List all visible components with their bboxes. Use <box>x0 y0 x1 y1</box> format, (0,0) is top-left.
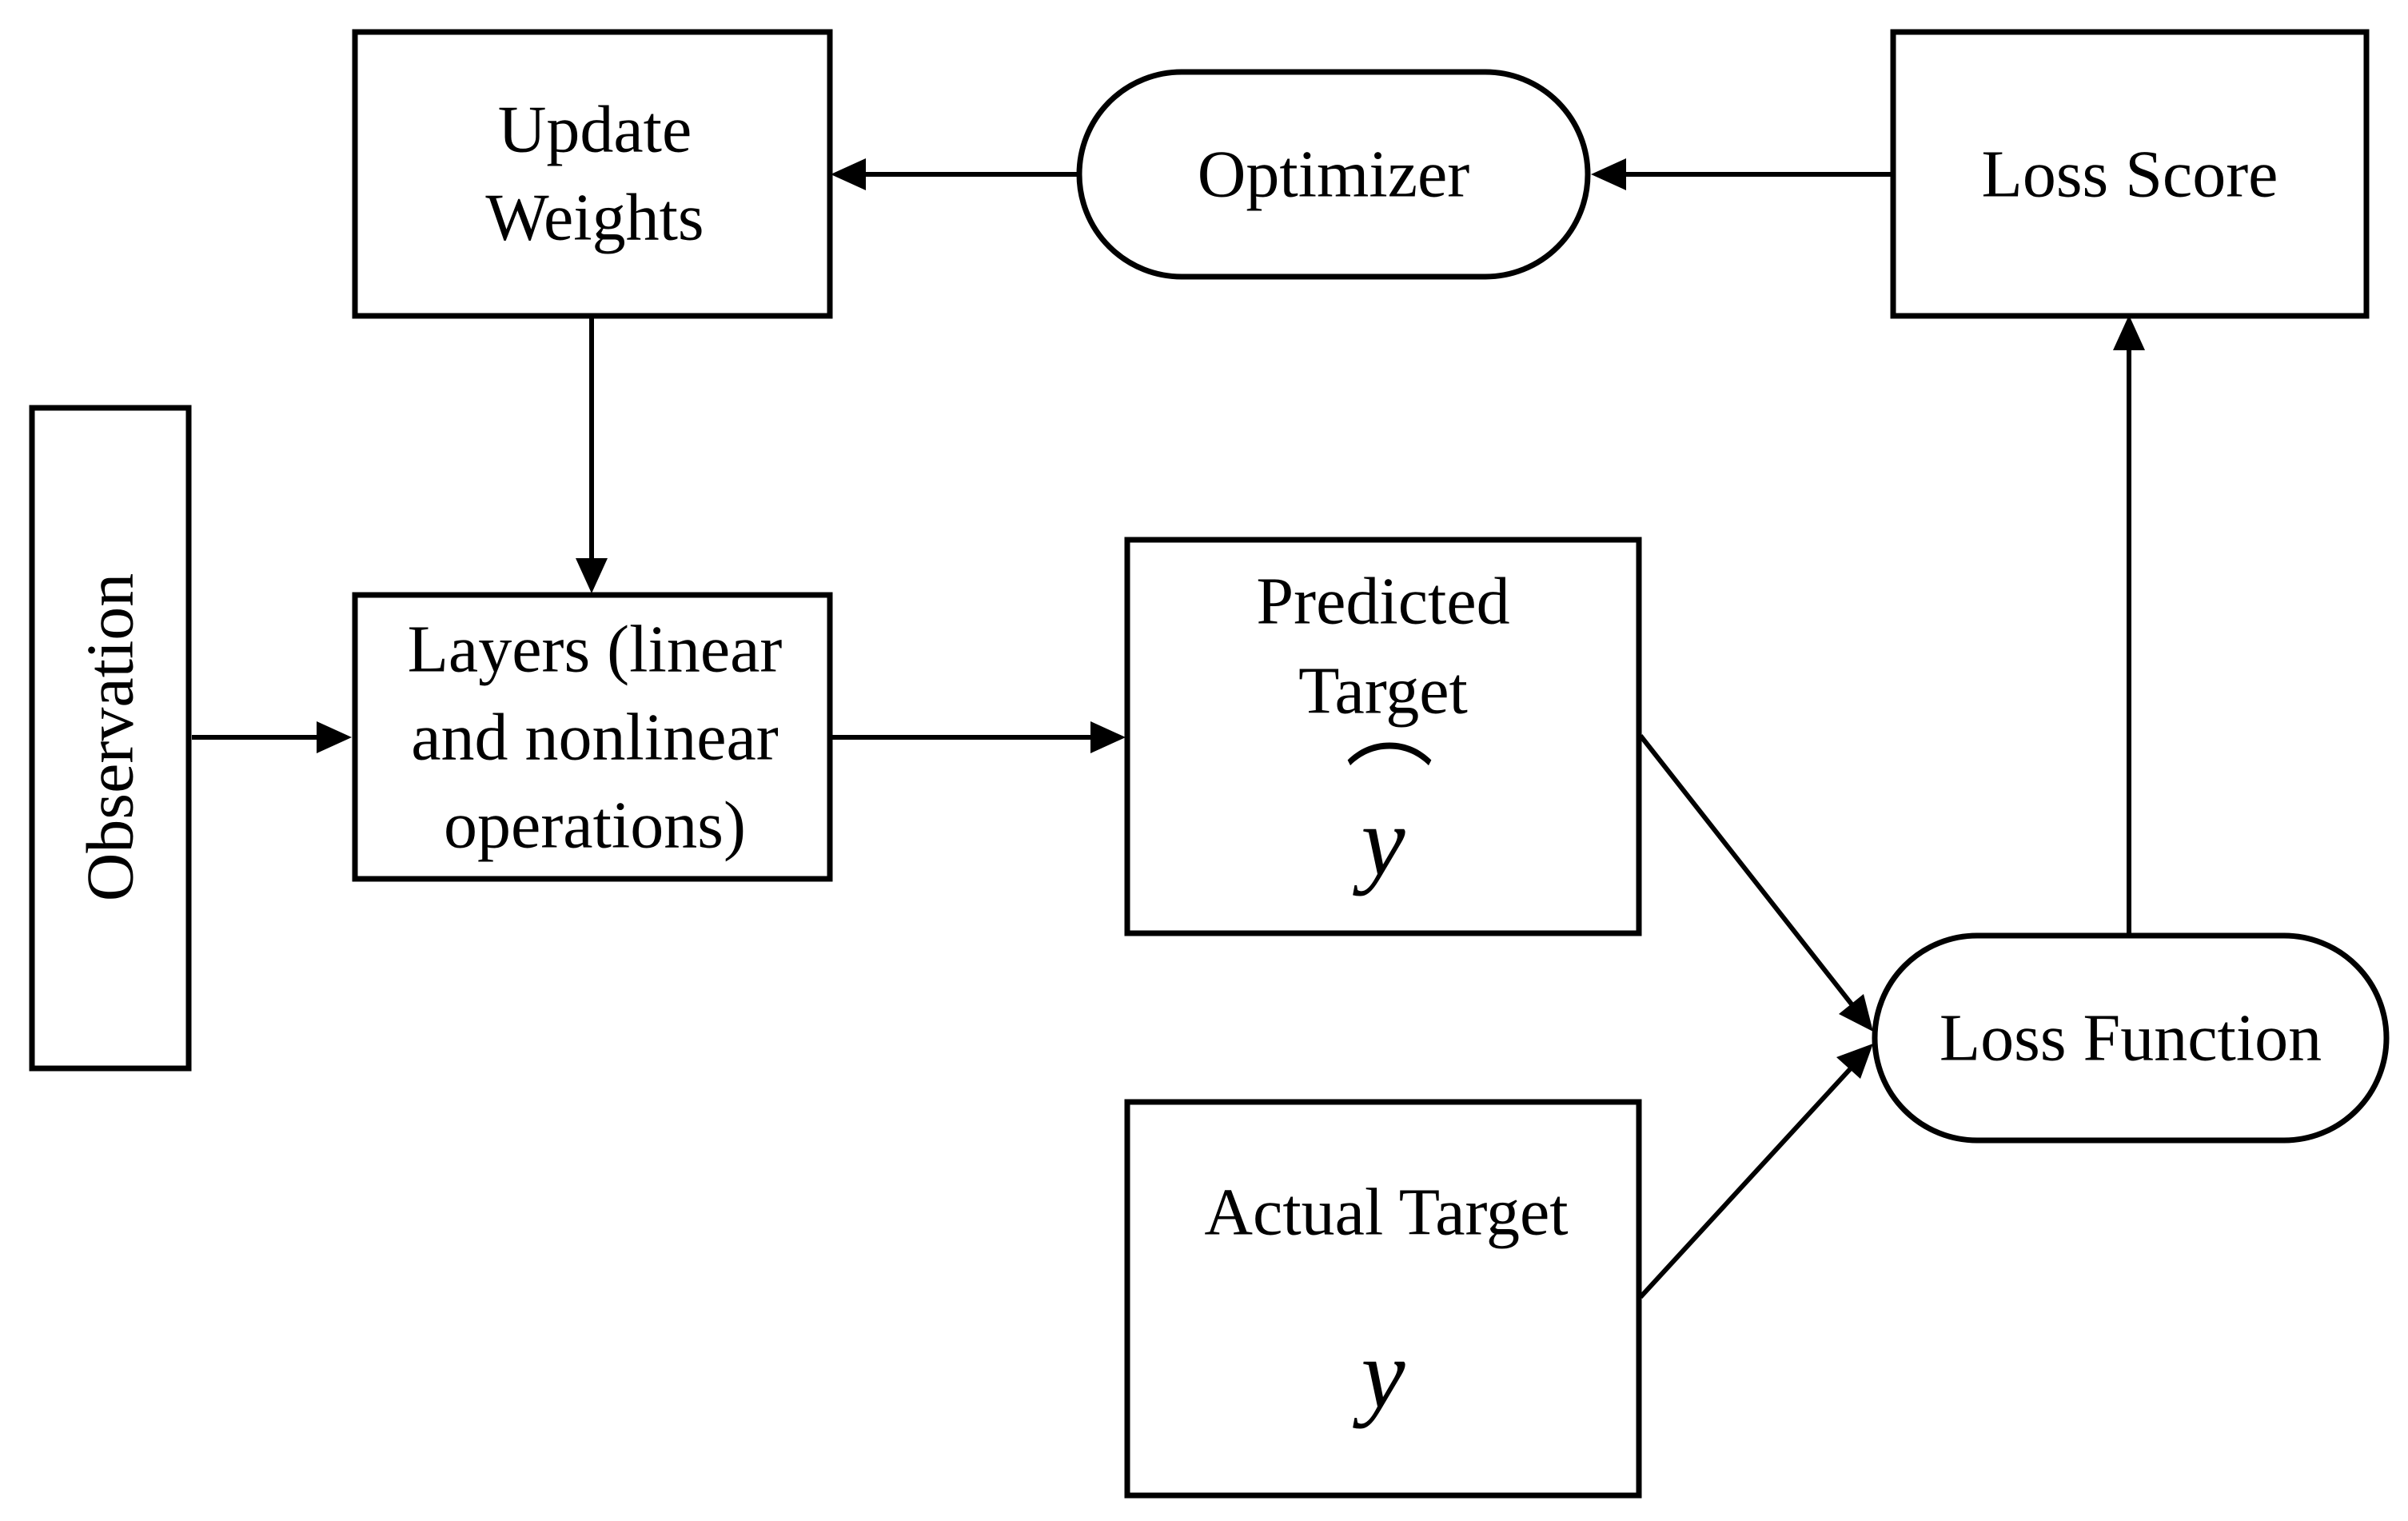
edge-layers-to-predicted-target <box>831 721 1126 753</box>
arrowhead <box>1836 1044 1873 1079</box>
update-weights-label-line1: Update <box>498 93 692 167</box>
edge-update-weights-to-layers <box>576 316 608 593</box>
layers-node: Layers (linear and nonlinear operations) <box>352 592 833 882</box>
edge-loss-function-to-loss-score <box>2113 315 2145 934</box>
loss-function-node: Loss Function <box>1872 932 2390 1144</box>
predicted-target-label-line2: Target <box>1298 654 1468 729</box>
edge-optimizer-to-update-weights <box>831 158 1079 190</box>
layers-label-line3: operations) <box>444 788 746 863</box>
arrowhead <box>1591 158 1626 190</box>
layers-label-line1: Layers (linear <box>408 613 783 687</box>
arrowhead <box>831 158 866 190</box>
arrowhead <box>1090 721 1126 753</box>
optimizer-label: Optimizer <box>1198 138 1470 212</box>
edge-loss-score-to-optimizer <box>1591 158 1893 190</box>
arrowhead <box>1839 994 1873 1032</box>
arrowhead <box>317 721 352 753</box>
predicted-target-label-line1: Predicted <box>1256 565 1509 639</box>
optimizer-node: Optimizer <box>1076 69 1591 280</box>
actual-target-symbol: y <box>1352 1319 1405 1429</box>
loss-score-node: Loss Score <box>1890 29 2370 319</box>
update-weights-node: Update Weights <box>352 29 833 319</box>
observation-label: Observation <box>74 573 148 902</box>
edge-observation-to-layers <box>192 721 352 753</box>
actual-target-label: Actual Target <box>1204 1176 1568 1250</box>
edge-actual-target-to-loss-function <box>1638 1044 1873 1299</box>
predicted-target-hat-accent: ⌒ <box>1346 739 1433 836</box>
actual-target-node: Actual Target y <box>1124 1099 1642 1499</box>
layers-label-line2: and nonlinear <box>411 701 779 775</box>
predicted-target-symbol: y <box>1352 787 1405 896</box>
arrowhead <box>576 558 608 593</box>
observation-node: Observation <box>29 405 192 1072</box>
predicted-target-node: Predicted Target ⌒ y <box>1124 537 1642 936</box>
loss-function-label: Loss Function <box>1940 1001 2322 1076</box>
arrowhead <box>2113 315 2145 350</box>
loss-score-label: Loss Score <box>1982 138 2278 212</box>
edge-predicted-target-to-loss-function <box>1638 734 1873 1032</box>
update-weights-label-line2: Weights <box>485 181 704 255</box>
